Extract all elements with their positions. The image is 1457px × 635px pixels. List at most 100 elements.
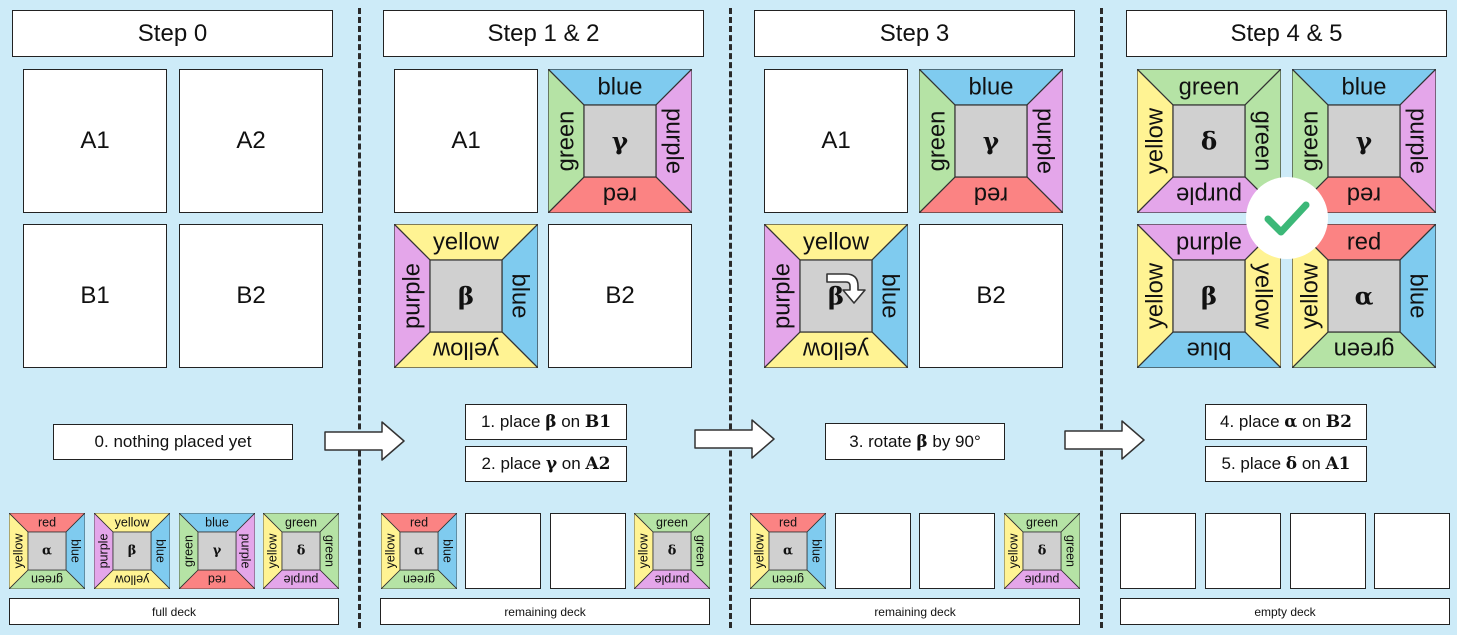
tile-left-label: purple [399,263,426,329]
tile-bottom-label: red [974,182,1008,209]
tile-right-label: blue [1405,274,1432,319]
tile-bottom-label: green [1334,337,1395,364]
tile-symbol: δ [297,544,306,559]
piece-symbol: β [916,431,928,452]
divider-2 [729,8,732,628]
target-slot: B2 [1325,412,1352,432]
tile-symbol: γ [213,544,222,559]
tile-top-label: yellow [433,229,500,256]
tile-bottom-label: purple [1025,573,1060,587]
tile-symbol: γ [1356,127,1373,156]
tile-left-label: green [924,111,951,172]
tile-right-label: blue [810,539,824,563]
tile-right-label: green [323,535,337,567]
tile-top-label: green [1026,516,1058,530]
tile-right-label: blue [154,539,168,563]
tile-center [112,531,152,571]
tile-top-label: red [1347,229,1381,256]
tile-center [429,259,503,333]
tile-top-label: green [285,516,317,530]
target-slot: A2 [585,454,611,474]
tile-left-label: yellow [384,533,398,569]
tile-top-label: green [656,516,688,530]
tile-bottom-label: purple [284,573,319,587]
slot-b2: B2 [548,224,692,368]
tile-center [281,531,321,571]
deck-tile-delta: green green purple yellow δ [634,513,710,589]
tile-top-label: blue [205,516,229,530]
tile-bottom-label: red [208,573,226,587]
tile-center [1172,259,1246,333]
slot-b2: B2 [179,224,323,368]
tile-center [197,531,237,571]
tile-symbol: γ [612,127,629,156]
tile-right-label: yellow [1250,263,1277,330]
tile-right-label: purple [1405,108,1432,174]
deck-label: full deck [9,598,339,625]
deck-empty-slot [1374,513,1450,589]
divider-3 [1100,8,1103,628]
divider-1 [358,8,361,628]
tile-center [1022,531,1062,571]
step-1-2-header: Step 1 & 2 [383,10,704,57]
tile-bottom-label: red [1347,182,1381,209]
target-slot: A1 [1325,454,1351,474]
tile-right-label: blue [507,274,534,319]
tile-symbol: δ [668,544,677,559]
tile-right-label: blue [441,539,455,563]
deck-empty-slot [919,513,995,589]
tile-top-label: yellow [115,516,151,530]
tile-bottom-label: yellow [432,337,499,364]
tile-symbol: δ [1038,544,1047,559]
slot-b1: B1 [23,224,167,368]
step-3-header: Step 3 [754,10,1075,57]
tile-right-label: blue [69,539,83,563]
tile-bottom-label: red [603,182,637,209]
tile-left-label: green [553,111,580,172]
tile-symbol: β [128,544,137,559]
tile-bottom-label: yellow [802,337,869,364]
piece-symbol: γ [545,454,558,474]
tile-symbol: δ [1201,127,1217,156]
deck-label: remaining deck [380,598,710,625]
rotate-arrow-icon [826,273,866,304]
tile-left-label: purple [97,534,111,569]
tile-center [1327,104,1401,178]
tile-top-label: purple [1176,229,1242,256]
tile-symbol: β [1201,282,1217,311]
tile-center [652,531,692,571]
tile-center [1172,104,1246,178]
tile-left-label: yellow [1007,533,1021,569]
target-slot: B1 [584,412,612,432]
action-label-0: 0. nothing placed yet [53,424,293,460]
piece-symbol: α [1284,412,1298,432]
tile-symbol: β [458,282,474,311]
tile-left-label: yellow [12,533,26,569]
tile-left-label: yellow [266,533,280,569]
deck-empty-slot [550,513,626,589]
tile-top-label: blue [598,74,643,101]
tile-right-label: green [694,535,708,567]
tile-top-label: blue [1342,74,1387,101]
deck-label: remaining deck [750,598,1080,625]
tile-right-label: green [1250,111,1277,172]
tile-bottom-label: green [403,573,435,587]
action-label-1: 1. place β on B1 [465,404,627,440]
tile-right-label: purple [239,534,253,569]
action-label-3: 3. rotate β by 90° [825,423,1005,460]
tile-top-label: red [410,516,428,530]
step-0-header: Step 0 [12,10,333,57]
tile-bottom-label: purple [655,573,690,587]
tile-left-label: yellow [637,533,651,569]
tile-top-label: yellow [803,229,870,256]
tile-top-label: red [779,516,797,530]
action-label-4: 4. place α on B2 [1205,404,1367,440]
step-4-5-header: Step 4 & 5 [1126,10,1447,57]
